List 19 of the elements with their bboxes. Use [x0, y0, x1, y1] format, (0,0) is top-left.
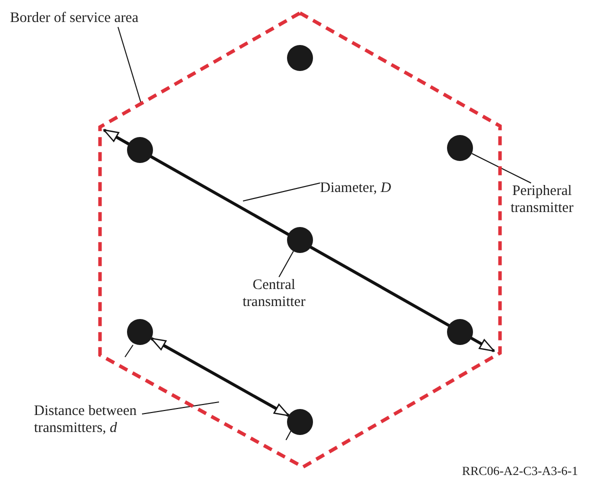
- transmitter-dot: [287, 409, 313, 435]
- callout-text: Distance between transmitters, d: [34, 403, 142, 437]
- leader-line: [118, 26, 142, 104]
- leader-line: [242, 182, 320, 202]
- figure-reference: RRC06-A2-C3-A3-6-1: [462, 463, 578, 480]
- callout-text: Border of service area: [10, 10, 180, 27]
- transmitter-dot: [287, 45, 313, 71]
- arrow: [150, 337, 290, 417]
- leader-line: [471, 153, 532, 184]
- callout-text: Central transmitter: [226, 277, 322, 311]
- callout-text: Peripheral transmitter: [488, 183, 596, 217]
- callout-text: Diameter, D: [320, 180, 420, 197]
- transmitter-dot: [447, 135, 473, 161]
- transmitter-dot: [287, 227, 313, 253]
- transmitter-dot: [447, 319, 473, 345]
- leader-line: [278, 250, 294, 278]
- transmitter-dot: [127, 319, 153, 345]
- leader-line: [142, 402, 220, 414]
- transmitter-dot: [127, 137, 153, 163]
